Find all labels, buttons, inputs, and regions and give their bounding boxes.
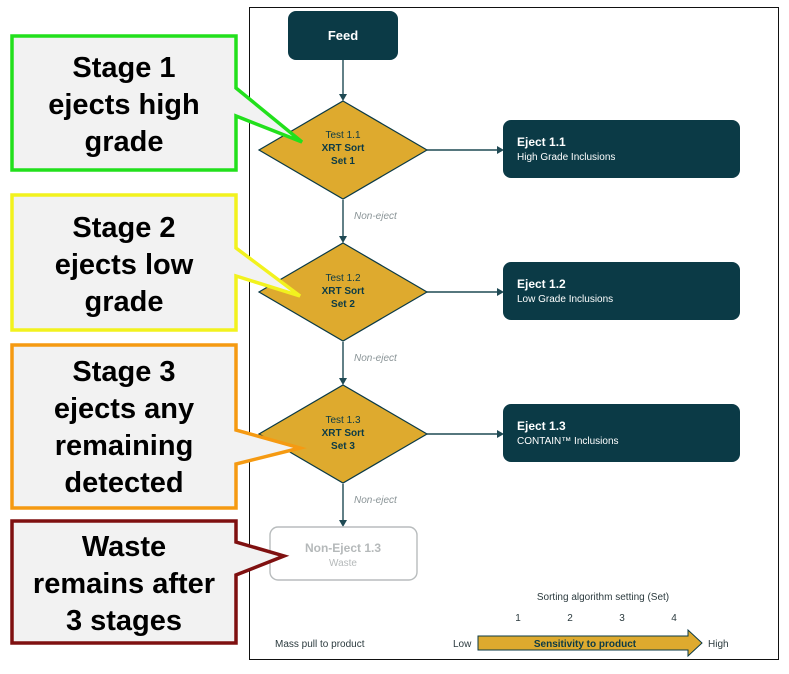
legend-high-label: High (708, 639, 729, 650)
mass-pull-label: Mass pull to product (275, 639, 365, 650)
eject-2-node: Eject 1.2 Low Grade Inclusions (503, 262, 740, 320)
eject-1-node: Eject 1.1 High Grade Inclusions (503, 120, 740, 178)
test-1-label: Test 1.1 (325, 130, 360, 141)
waste-node: Non-Eject 1.3 Waste (269, 526, 418, 581)
eject-2-sub: Low Grade Inclusions (517, 294, 613, 305)
eject-3-title: Eject 1.3 (517, 419, 566, 433)
decision-test-2: Test 1.2 XRT Sort Set 2 (257, 242, 429, 342)
test-2-label: Test 1.2 (325, 273, 360, 284)
callout-3-line-1: Stage 3 (72, 356, 175, 388)
callout-2-line-1: Stage 2 (72, 212, 175, 244)
legend-tick-1: 1 (515, 613, 521, 624)
callout-4-line-1: Waste (82, 531, 166, 563)
callout-4-line-2: remains after (33, 568, 215, 600)
test-1-sort: XRT Sort (322, 143, 365, 154)
eject-3-node: Eject 1.3 CONTAIN™ Inclusions (503, 404, 740, 462)
arrowhead (497, 146, 504, 154)
sensitivity-legend: Sorting algorithm setting (Set) 1 2 3 4 … (275, 592, 729, 658)
legend-tick-4: 4 (671, 613, 677, 624)
test-2-set: Set 2 (331, 299, 355, 310)
eject-1-sub: High Grade Inclusions (517, 152, 615, 163)
callout-stage-3: Stage 3 ejects any remaining detected (10, 343, 307, 510)
connectors (339, 60, 504, 527)
decision-test-3: Test 1.3 XRT Sort Set 3 (257, 384, 429, 484)
arrowhead (339, 378, 347, 385)
waste-sub: Waste (329, 558, 357, 569)
callout-waste: Waste remains after 3 stages (10, 519, 290, 645)
test-1-set: Set 1 (331, 156, 355, 167)
decision-test-1: Test 1.1 XRT Sort Set 1 (257, 100, 429, 200)
callout-4-line-3: 3 stages (66, 605, 182, 637)
callout-stage-2: Stage 2 ejects low grade (10, 193, 302, 332)
callout-1-line-2: ejects high (48, 89, 200, 121)
arrowhead (339, 520, 347, 527)
callout-1-line-3: grade (85, 126, 164, 158)
callout-stage-1: Stage 1 ejects high grade (10, 34, 304, 172)
waste-title: Non-Eject 1.3 (305, 541, 381, 555)
arrowhead (497, 288, 504, 296)
legend-low-label: Low (453, 639, 472, 650)
arrowhead (339, 94, 347, 101)
legend-title: Sorting algorithm setting (Set) (537, 592, 669, 603)
feed-label: Feed (328, 28, 358, 43)
callout-2-line-2: ejects low (55, 249, 194, 281)
legend-tick-2: 2 (567, 613, 573, 624)
callout-3-line-4: detected (64, 467, 183, 499)
callout-3-line-2: ejects any (54, 393, 194, 425)
callout-3-line-3: remaining (55, 430, 194, 462)
test-3-set: Set 3 (331, 441, 355, 452)
sensitivity-arrow (477, 628, 703, 658)
callout-1-line-1: Stage 1 (72, 52, 175, 84)
eject-3-sub: CONTAIN™ Inclusions (517, 436, 619, 447)
eject-1-title: Eject 1.1 (517, 135, 566, 149)
sensitivity-arrow-label: Sensitivity to product (534, 639, 637, 650)
non-eject-label-3: Non-eject (354, 495, 398, 506)
arrowhead (497, 430, 504, 438)
feed-node: Feed (288, 11, 398, 60)
callout-2-line-3: grade (85, 286, 164, 318)
test-2-sort: XRT Sort (322, 286, 365, 297)
legend-tick-3: 3 (619, 613, 625, 624)
non-eject-label-2: Non-eject (354, 353, 398, 364)
test-3-sort: XRT Sort (322, 428, 365, 439)
eject-2-title: Eject 1.2 (517, 277, 566, 291)
test-3-label: Test 1.3 (325, 415, 360, 426)
arrowhead (339, 236, 347, 243)
non-eject-label-1: Non-eject (354, 211, 398, 222)
